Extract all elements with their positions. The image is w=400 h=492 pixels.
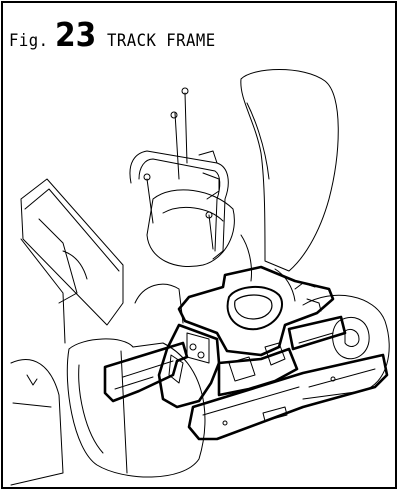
track-frame-details <box>114 282 376 426</box>
machine-outline <box>10 69 390 486</box>
track-frame-outline <box>103 265 389 441</box>
track-frame-illustration <box>10 69 390 486</box>
figure-title: TRACK FRAME <box>106 31 216 51</box>
figure-caption: Fig. 23 TRACK FRAME <box>9 15 225 55</box>
figure-number: 23 <box>54 15 97 54</box>
figure-prefix: Fig. <box>9 31 49 51</box>
